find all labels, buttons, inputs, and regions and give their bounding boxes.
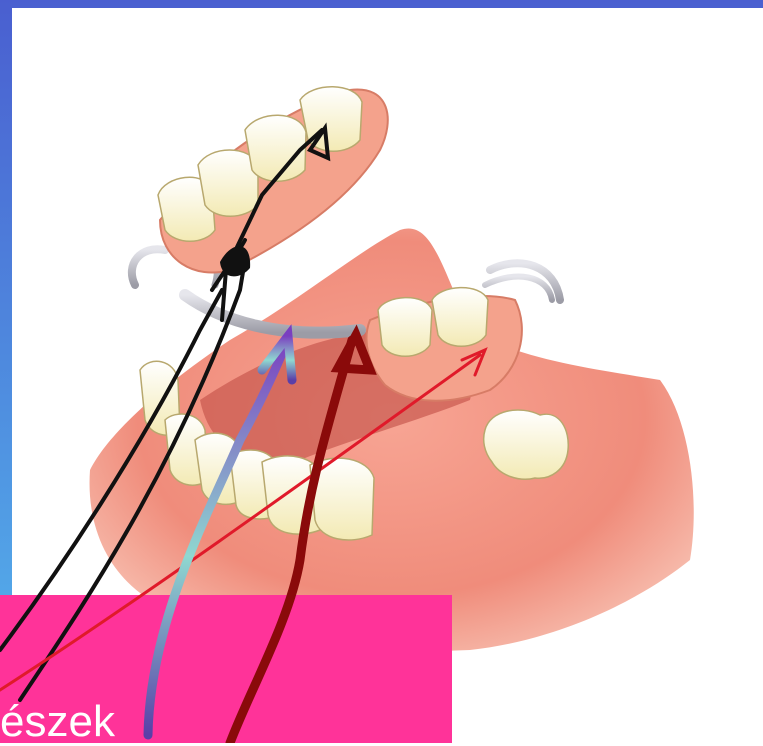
dark-red-arrow: [230, 335, 370, 743]
black-arrow-knot: [220, 246, 250, 276]
red-arrow: [0, 350, 485, 690]
galaxy-arrow: [148, 336, 292, 735]
